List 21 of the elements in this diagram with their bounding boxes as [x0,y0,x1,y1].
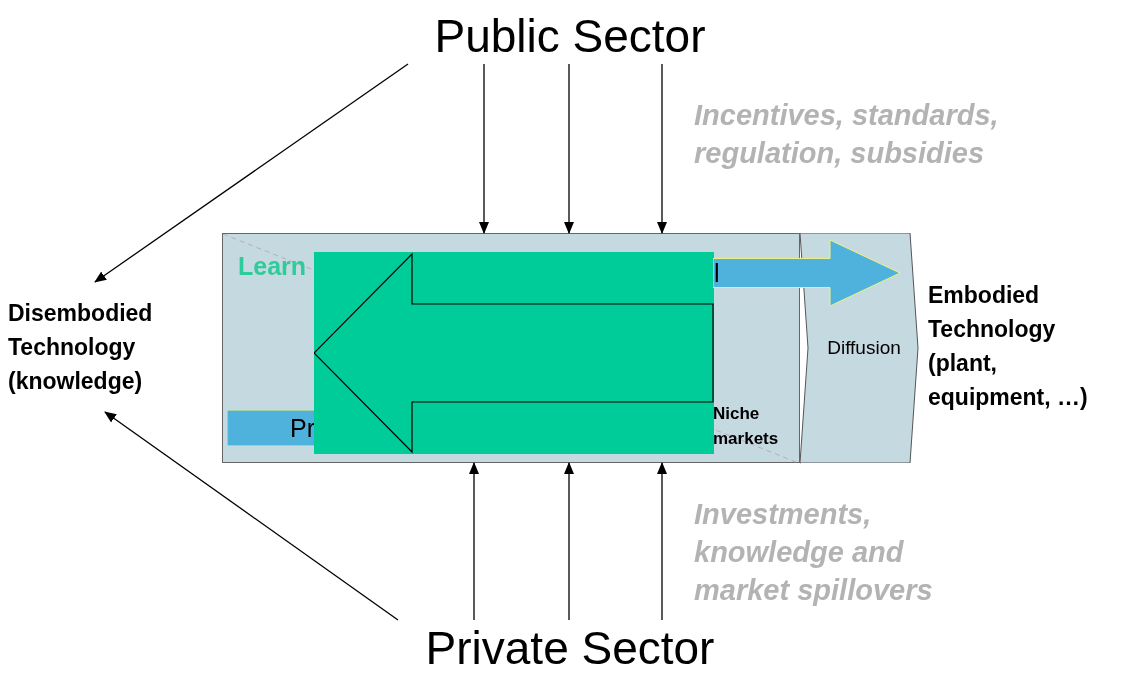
arrow-shape [227,410,315,446]
investment-note: Investments, knowledge and market spillovers [694,497,934,608]
technology-label: Embodied Technology (plant, equipment, …) [928,281,1089,412]
arrow [469,462,479,621]
stage-label: Niche markets [713,403,780,450]
technology-label: Disembodied Technology (knowledge) [8,299,154,396]
arrow [479,63,489,234]
node-text: Diffusion [827,336,901,358]
arrow [104,411,399,621]
sector-heading: Private Sector [424,621,716,673]
arrow [564,462,574,621]
arrow-shape [713,240,900,306]
node-text: l [714,259,720,287]
policy-note: Incentives, standards, regulation, subsidies [694,98,1000,171]
sector-heading: Public Sector [433,9,707,64]
arrow [94,63,409,283]
arrow [564,63,574,234]
arrow [657,462,667,621]
stage-label: Learn [238,251,308,282]
node-text: Pr [290,414,315,442]
arrow [657,63,667,234]
